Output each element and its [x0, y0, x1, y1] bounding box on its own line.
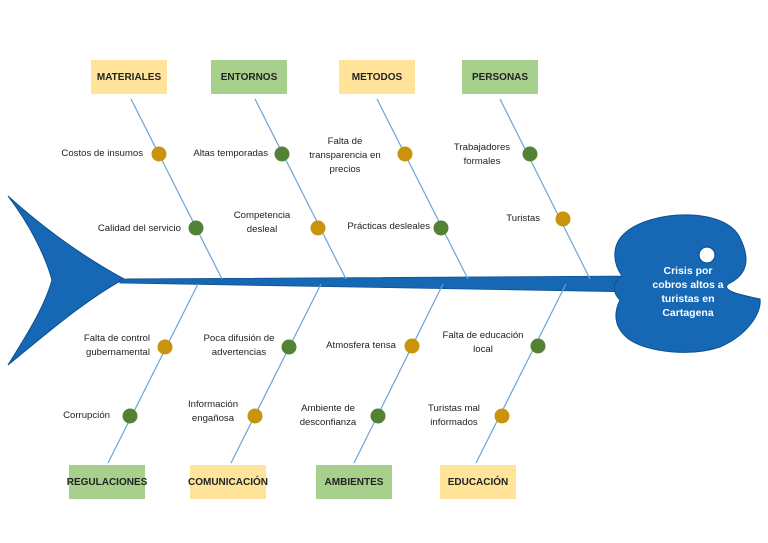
- dot-turistas-mal-informados: [494, 408, 510, 424]
- cause-falta-de-control: Falta de control gubernamental: [83, 333, 150, 358]
- dot-corrupcion: [122, 408, 138, 424]
- cause-practicas-desleales: Prácticas desleales: [347, 221, 430, 232]
- bone-metodos: [376, 98, 469, 280]
- category-educacion: EDUCACIÓN: [440, 465, 516, 499]
- bone-entornos: [254, 98, 347, 280]
- fish-eye: [698, 246, 716, 264]
- cause-atmosfera-tensa: Atmosfera tensa: [326, 340, 396, 351]
- bone-comunicacion: [230, 283, 322, 464]
- category-ambientes: AMBIENTES: [316, 465, 392, 499]
- cause-costos-de-insumos: Costos de insumos: [61, 148, 143, 159]
- dot-trabajadores-formales: [522, 146, 538, 162]
- bone-materiales: [130, 98, 223, 280]
- category-entornos: ENTORNOS: [211, 60, 287, 94]
- bone-regulaciones: [107, 283, 199, 464]
- cause-turistas: Turistas: [506, 213, 540, 224]
- dot-practicas-desleales: [433, 220, 449, 236]
- cause-poca-difusion: Poca difusión de advertencias: [203, 333, 275, 358]
- dot-informacion-enganosa: [247, 408, 263, 424]
- cause-competencia-desleal: Competencia desleal: [233, 210, 291, 235]
- dot-falta-educacion-local: [530, 338, 546, 354]
- dot-costos-de-insumos: [151, 146, 167, 162]
- bone-educacion: [475, 283, 567, 464]
- dot-turistas: [555, 211, 571, 227]
- cause-corrupcion: Corrupción: [63, 410, 110, 421]
- dot-competencia-desleal: [310, 220, 326, 236]
- cause-altas-temporadas: Altas temporadas: [193, 148, 268, 159]
- bone-ambientes: [353, 283, 444, 464]
- cause-ambiente-desconfianza: Ambiente de desconfianza: [299, 403, 357, 428]
- category-comunicacion: COMUNICACIÓN: [188, 465, 268, 499]
- dot-ambiente-desconfianza: [370, 408, 386, 424]
- cause-falta-educacion-local: Falta de educación local: [442, 330, 524, 355]
- dot-atmosfera-tensa: [404, 338, 420, 354]
- category-metodos: METODOS: [339, 60, 415, 94]
- dot-poca-difusion: [281, 339, 297, 355]
- fish-head: [613, 214, 761, 353]
- category-regulaciones: REGULACIONES: [67, 465, 147, 499]
- cause-trabajadores-formales: Trabajadores formales: [453, 142, 511, 167]
- cause-falta-transparencia: Falta de transparencia en precios: [309, 136, 381, 175]
- cause-turistas-mal-informados: Turistas mal informados: [428, 403, 480, 428]
- dot-calidad-del-servicio: [188, 220, 204, 236]
- fish-tail: [7, 195, 126, 366]
- dot-falta-de-control: [157, 339, 173, 355]
- cause-informacion-enganosa: Información engañosa: [187, 399, 239, 424]
- dot-altas-temporadas: [274, 146, 290, 162]
- bone-personas: [499, 98, 591, 280]
- cause-calidad-del-servicio: Calidad del servicio: [97, 223, 181, 234]
- effect-label: Crisis por cobros altos a turistas en Ca…: [652, 265, 724, 319]
- category-personas: PERSONAS: [462, 60, 538, 94]
- dot-falta-transparencia: [397, 146, 413, 162]
- category-materiales: MATERIALES: [91, 60, 167, 94]
